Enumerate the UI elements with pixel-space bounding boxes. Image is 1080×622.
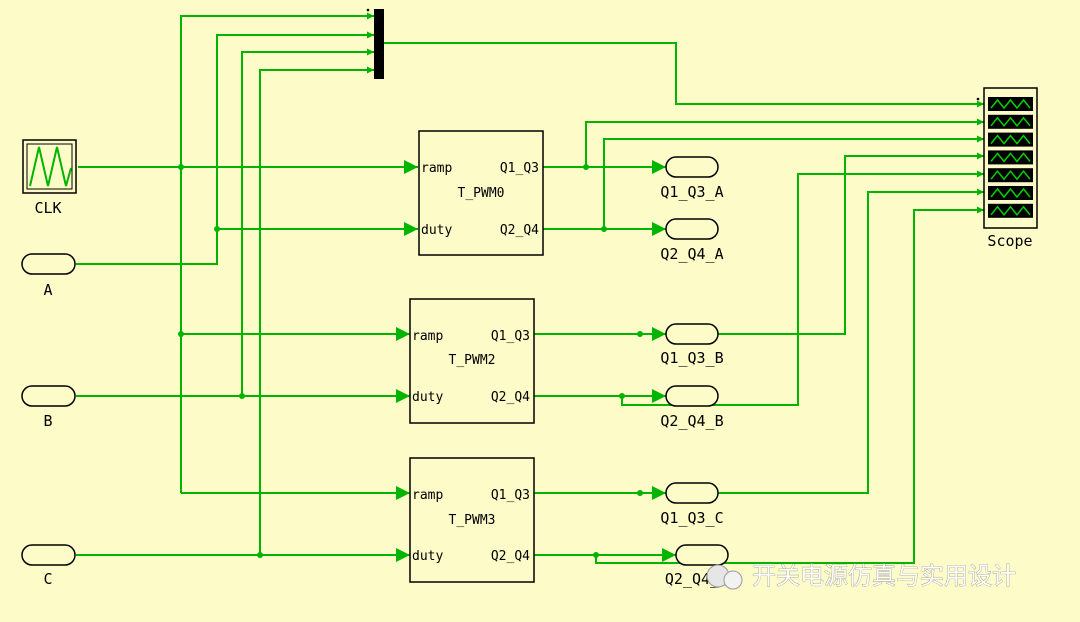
scope-channel-display bbox=[988, 186, 1033, 200]
source-b-label: B bbox=[43, 412, 52, 430]
output-q1q3-a-label: Q1_Q3_A bbox=[660, 183, 723, 201]
wire-a-to-pwm0-duty bbox=[76, 222, 418, 265]
pwm0-block[interactable]: ramp duty Q1_Q3 Q2_Q4 T_PWM0 bbox=[418, 130, 544, 256]
junction-dots bbox=[178, 164, 643, 558]
watermark-text: 开关电源仿真与实用设计 bbox=[752, 562, 1016, 590]
triangle-wave-icon bbox=[29, 146, 72, 187]
pwm2-duty-port: duty bbox=[412, 390, 443, 405]
wire-pwm2-q1q3-to-scope bbox=[718, 152, 984, 335]
wire-mux-to-scope bbox=[384, 42, 984, 108]
output-q1q3-b-label: Q1_Q3_B bbox=[660, 349, 723, 367]
scope-label: Scope bbox=[987, 232, 1032, 250]
wire-b-to-mux bbox=[241, 48, 374, 396]
output-q1q3-c-label: Q1_Q3_C bbox=[660, 509, 723, 527]
source-a-label: A bbox=[43, 281, 52, 299]
pwm2-ramp-port: ramp bbox=[412, 329, 443, 344]
source-c-label: C bbox=[43, 570, 52, 588]
pwm3-title: T_PWM3 bbox=[449, 513, 496, 528]
pwm0-ramp-port: ramp bbox=[421, 161, 452, 176]
pwm3-q1q3-port: Q1_Q3 bbox=[491, 488, 530, 503]
output-q2q4-a-label: Q2_Q4_A bbox=[660, 245, 723, 263]
wire-a-to-mux bbox=[216, 31, 374, 229]
watermark: 开关电源仿真与实用设计 bbox=[706, 562, 1016, 590]
output-q2q4-b[interactable]: Q2_Q4_B bbox=[660, 385, 724, 430]
pwm2-q1q3-port: Q1_Q3 bbox=[491, 329, 530, 344]
output-q2q4-b-label: Q2_Q4_B bbox=[660, 412, 723, 430]
clk-label: CLK bbox=[34, 199, 61, 217]
junction-dot bbox=[593, 552, 599, 558]
pwm0-q2q4-port: Q2_Q4 bbox=[500, 223, 539, 238]
wechat-icon-bubble bbox=[723, 570, 743, 590]
pwm3-block[interactable]: ramp duty Q1_Q3 Q2_Q4 T_PWM3 bbox=[409, 457, 535, 583]
mux-marker-dot bbox=[366, 8, 370, 12]
scope-channel-display bbox=[988, 97, 1033, 111]
source-a[interactable]: A bbox=[21, 253, 76, 299]
output-q2q4-c-label: Q2_Q4_ bbox=[665, 570, 720, 588]
junction-dot bbox=[239, 393, 245, 399]
clk-source-block[interactable]: CLK bbox=[22, 139, 77, 217]
mux-block[interactable] bbox=[366, 8, 384, 79]
junction-dot bbox=[257, 552, 263, 558]
junction-dot bbox=[178, 331, 184, 337]
output-q2q4-a[interactable]: Q2_Q4_A bbox=[660, 218, 724, 263]
scope-channel-display bbox=[988, 168, 1033, 183]
pwm2-block[interactable]: ramp duty Q1_Q3 Q2_Q4 T_PWM2 bbox=[409, 298, 535, 424]
wire-pwm3-q2q4-to-scope bbox=[595, 206, 984, 564]
output-q1q3-c[interactable]: Q1_Q3_C bbox=[660, 482, 724, 527]
output-q2q4-c[interactable]: Q2_Q4_ bbox=[665, 544, 729, 588]
junction-dot bbox=[637, 331, 643, 337]
wire-c-to-mux bbox=[259, 66, 374, 555]
scope-block[interactable]: Scope bbox=[976, 87, 1038, 250]
pwm3-q2q4-port: Q2_Q4 bbox=[491, 549, 530, 564]
scope-channel-display bbox=[988, 132, 1033, 147]
junction-dot bbox=[178, 164, 184, 170]
pwm2-q2q4-port: Q2_Q4 bbox=[491, 390, 530, 405]
scope-channel-display bbox=[988, 150, 1033, 165]
scope-channels bbox=[988, 97, 1033, 218]
pwm0-q1q3-port: Q1_Q3 bbox=[500, 161, 539, 176]
scope-channel-display bbox=[988, 203, 1033, 218]
pwm2-title: T_PWM2 bbox=[449, 353, 496, 368]
source-c[interactable]: C bbox=[21, 544, 76, 588]
pwm3-ramp-port: ramp bbox=[412, 488, 443, 503]
output-q1q3-a[interactable]: Q1_Q3_A bbox=[660, 156, 724, 201]
junction-dot bbox=[583, 164, 589, 170]
wire-clk-to-mux bbox=[180, 12, 374, 167]
pwm3-duty-port: duty bbox=[412, 549, 443, 564]
wire-pwm0-q2q4-to-scope bbox=[603, 135, 984, 229]
scope-marker-dot bbox=[976, 97, 980, 101]
junction-dot bbox=[637, 490, 643, 496]
junction-dot bbox=[601, 226, 607, 232]
output-q1q3-b[interactable]: Q1_Q3_B bbox=[660, 323, 724, 367]
source-b[interactable]: B bbox=[21, 385, 76, 430]
wire-pwm2-q2q4-to-scope bbox=[621, 170, 984, 406]
wire-pwm3-q1q3-to-scope bbox=[718, 188, 984, 494]
scope-channel-display bbox=[988, 114, 1033, 129]
pwm0-duty-port: duty bbox=[421, 223, 452, 238]
wire-pwm0-q1q3-to-scope bbox=[585, 118, 984, 167]
junction-dot bbox=[619, 393, 625, 399]
pwm0-title: T_PWM0 bbox=[458, 186, 505, 201]
wires bbox=[76, 12, 984, 564]
junction-dot bbox=[214, 226, 220, 232]
